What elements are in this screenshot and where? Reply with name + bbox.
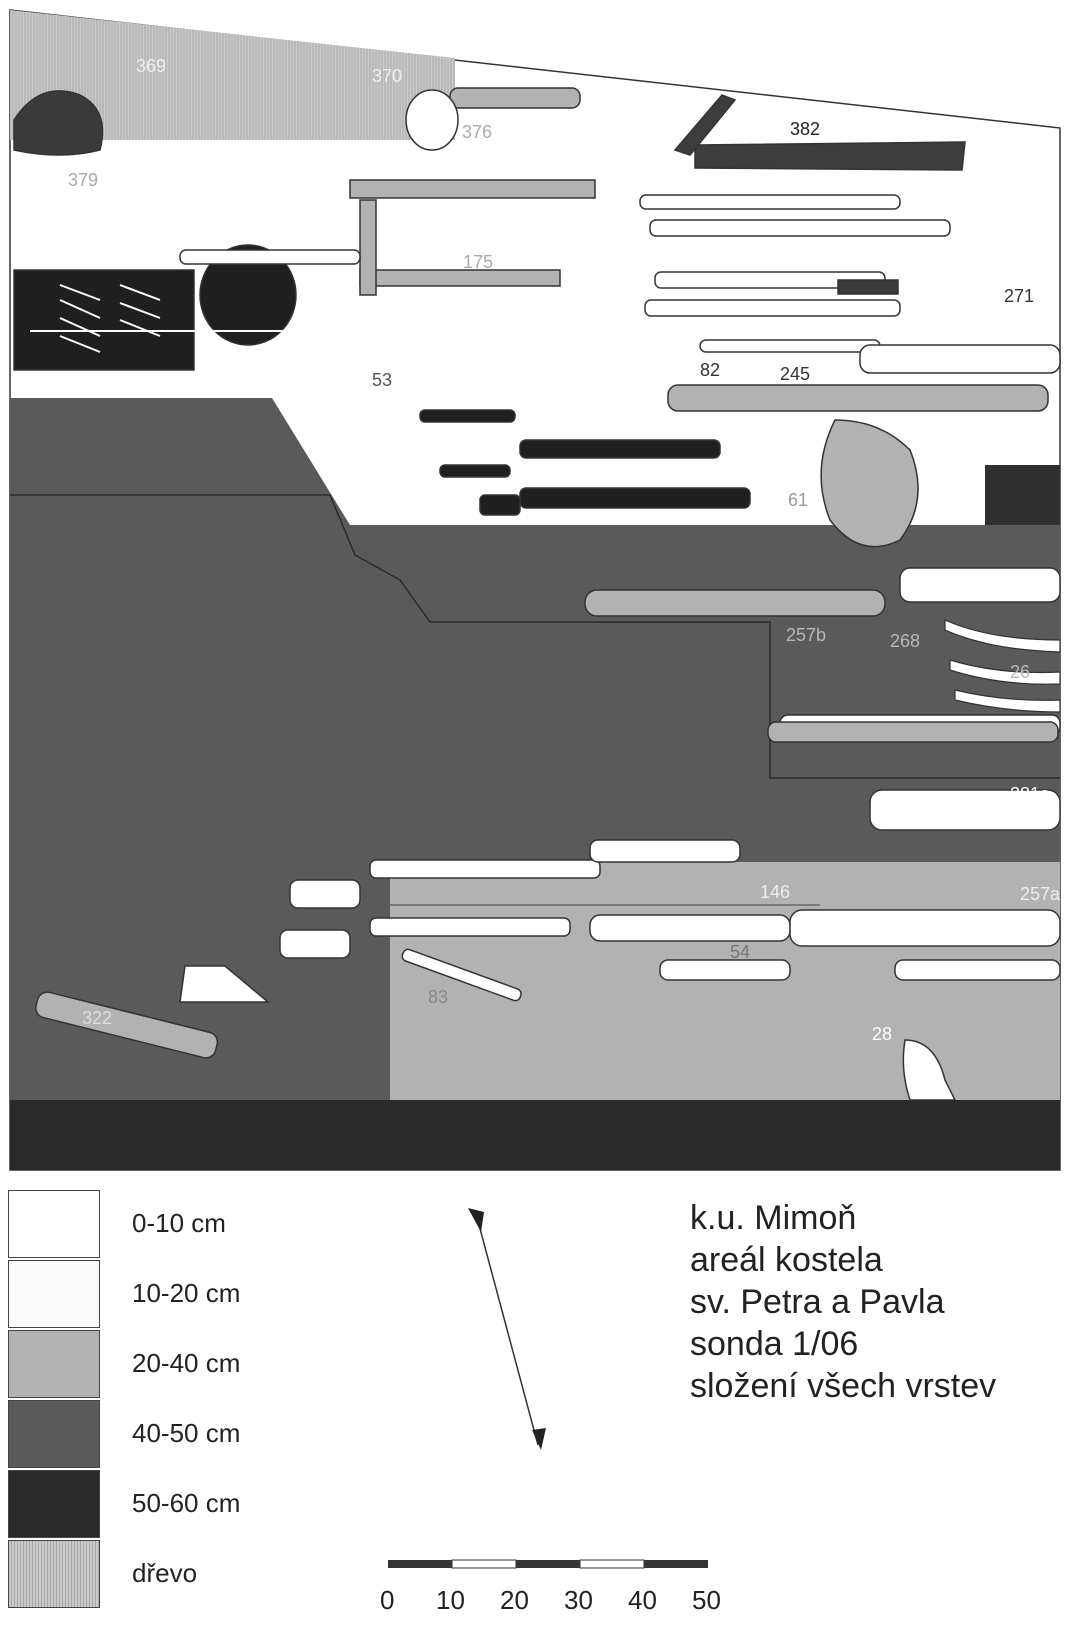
label-369: 369 [136, 56, 166, 76]
layer-50-60-band [10, 1100, 1060, 1170]
label-61: 61 [788, 490, 808, 510]
label-268: 268 [890, 631, 920, 651]
label-322: 322 [82, 1008, 112, 1028]
legend-label-50-60: 50-60 cm [132, 1488, 241, 1518]
legend-label-wood: dřevo [132, 1558, 198, 1588]
legend-label-40-50: 40-50 cm [132, 1418, 241, 1448]
label-83: 83 [428, 987, 448, 1007]
legend-swatch-50-60 [8, 1470, 100, 1538]
label-271: 271 [1004, 286, 1034, 306]
label-376: 376 [462, 122, 492, 142]
title-line-3: sv. Petra a Pavla [690, 1283, 945, 1321]
scale-tick-20: 20 [500, 1585, 529, 1615]
bone-322 [35, 991, 219, 1059]
legend-swatch-40-50 [8, 1400, 100, 1468]
label-54: 54 [730, 942, 750, 962]
title-line-2: areál kostela [690, 1241, 883, 1279]
label-175: 175 [463, 252, 493, 272]
title-line-4: sonda 1/06 [690, 1325, 859, 1363]
legend-swatch-20-40 [8, 1330, 100, 1398]
layer-50-60-pocket [985, 465, 1060, 525]
north-arrow-icon [468, 1208, 546, 1450]
burial-features [13, 87, 1061, 1101]
label-82: 82 [700, 360, 720, 380]
label-281a: 281a [1010, 784, 1051, 804]
label-257b: 257b [786, 625, 826, 645]
scale-tick-10: 10 [436, 1585, 465, 1615]
label-245: 245 [780, 364, 810, 384]
legend-label-0-10: 0-10 cm [132, 1208, 226, 1238]
wood-layer [10, 10, 455, 140]
legend-swatch-10-20 [8, 1260, 100, 1328]
title-line-5: složení všech vrstev [690, 1367, 997, 1405]
label-370: 370 [372, 66, 402, 86]
scale-tick-0: 0 [380, 1585, 395, 1615]
scale-bar [388, 1559, 708, 1569]
title-line-1: k.u. Mimoň [690, 1199, 857, 1237]
legend-swatch-wood [8, 1540, 100, 1608]
label-53: 53 [372, 370, 392, 390]
label-382: 382 [790, 119, 820, 139]
label-257a: 257a [1020, 884, 1061, 904]
label-146: 146 [760, 882, 790, 902]
scale-tick-40: 40 [628, 1585, 657, 1615]
bone-376-femur [449, 87, 581, 109]
stain-369 [13, 90, 104, 156]
plank-382 [694, 141, 966, 171]
label-26: 26 [1010, 662, 1030, 682]
skull-376 [405, 89, 459, 151]
bone-245 [667, 384, 1049, 412]
layer-boundary-line [10, 494, 1060, 779]
scale-tick-50: 50 [692, 1585, 721, 1615]
legend-swatch-0-10 [8, 1190, 100, 1258]
scale-tick-30: 30 [564, 1585, 593, 1615]
legend-label-10-20: 10-20 cm [132, 1278, 241, 1308]
label-28: 28 [872, 1024, 892, 1044]
label-379: 379 [68, 170, 98, 190]
torso-black [13, 269, 195, 371]
legend-label-20-40: 20-40 cm [132, 1348, 241, 1378]
feature-labels: 369 370 376 379 382 175 53 271 82 245 61… [68, 56, 1061, 1044]
